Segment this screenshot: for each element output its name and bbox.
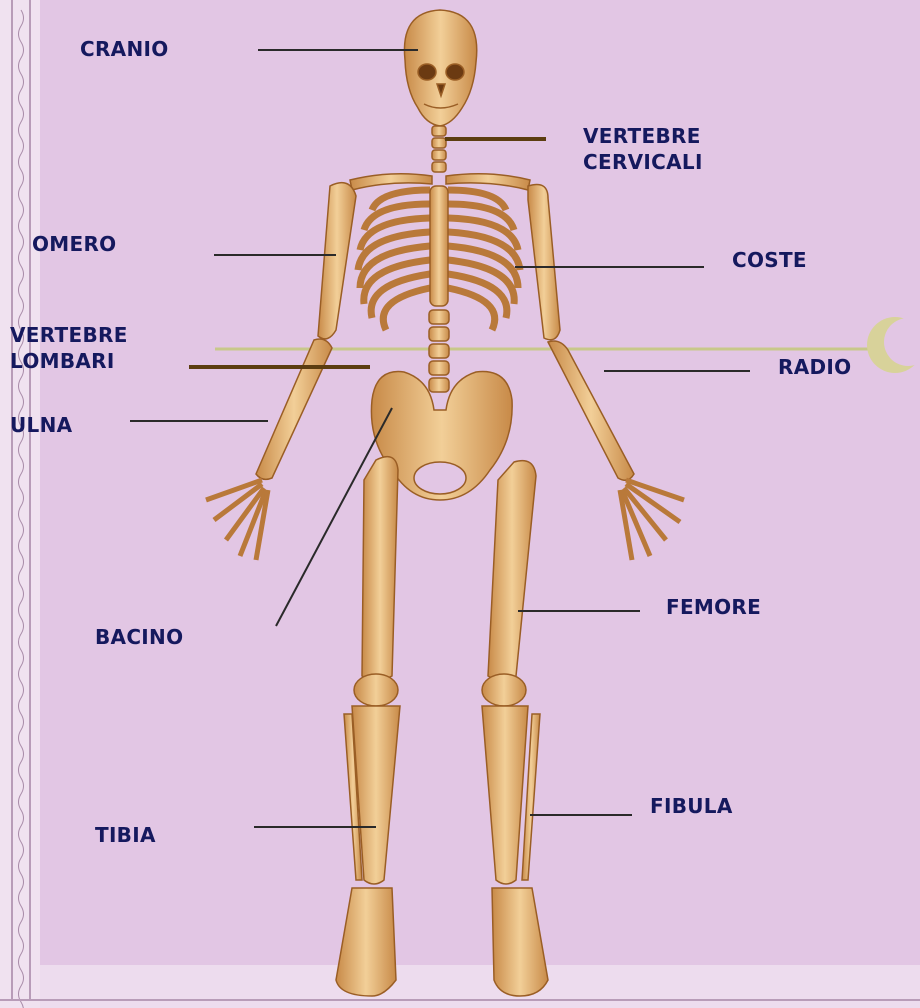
label-omero: OMERO [32,231,116,257]
label-vertebre-cervicali-line1: VERTEBRE [583,123,703,149]
label-radio: RADIO [778,354,851,380]
label-tibia: TIBIA [95,822,156,848]
label-coste: COSTE [732,247,807,273]
label-vertebre-lombari-line1: VERTEBRE [10,322,128,348]
label-vertebre-cervicali: VERTEBRE CERVICALI [583,123,703,175]
label-vertebre-cervicali-line2: CERVICALI [583,149,703,175]
label-bacino: BACINO [95,624,183,650]
label-femore: FEMORE [666,594,761,620]
label-fibula: FIBULA [650,793,733,819]
label-cranio: CRANIO [80,36,169,62]
label-vertebre-lombari-line2: LOMBARI [10,348,128,374]
label-ulna: ULNA [10,412,72,438]
label-vertebre-lombari: VERTEBRE LOMBARI [10,322,128,374]
leader-bacino [276,408,392,626]
